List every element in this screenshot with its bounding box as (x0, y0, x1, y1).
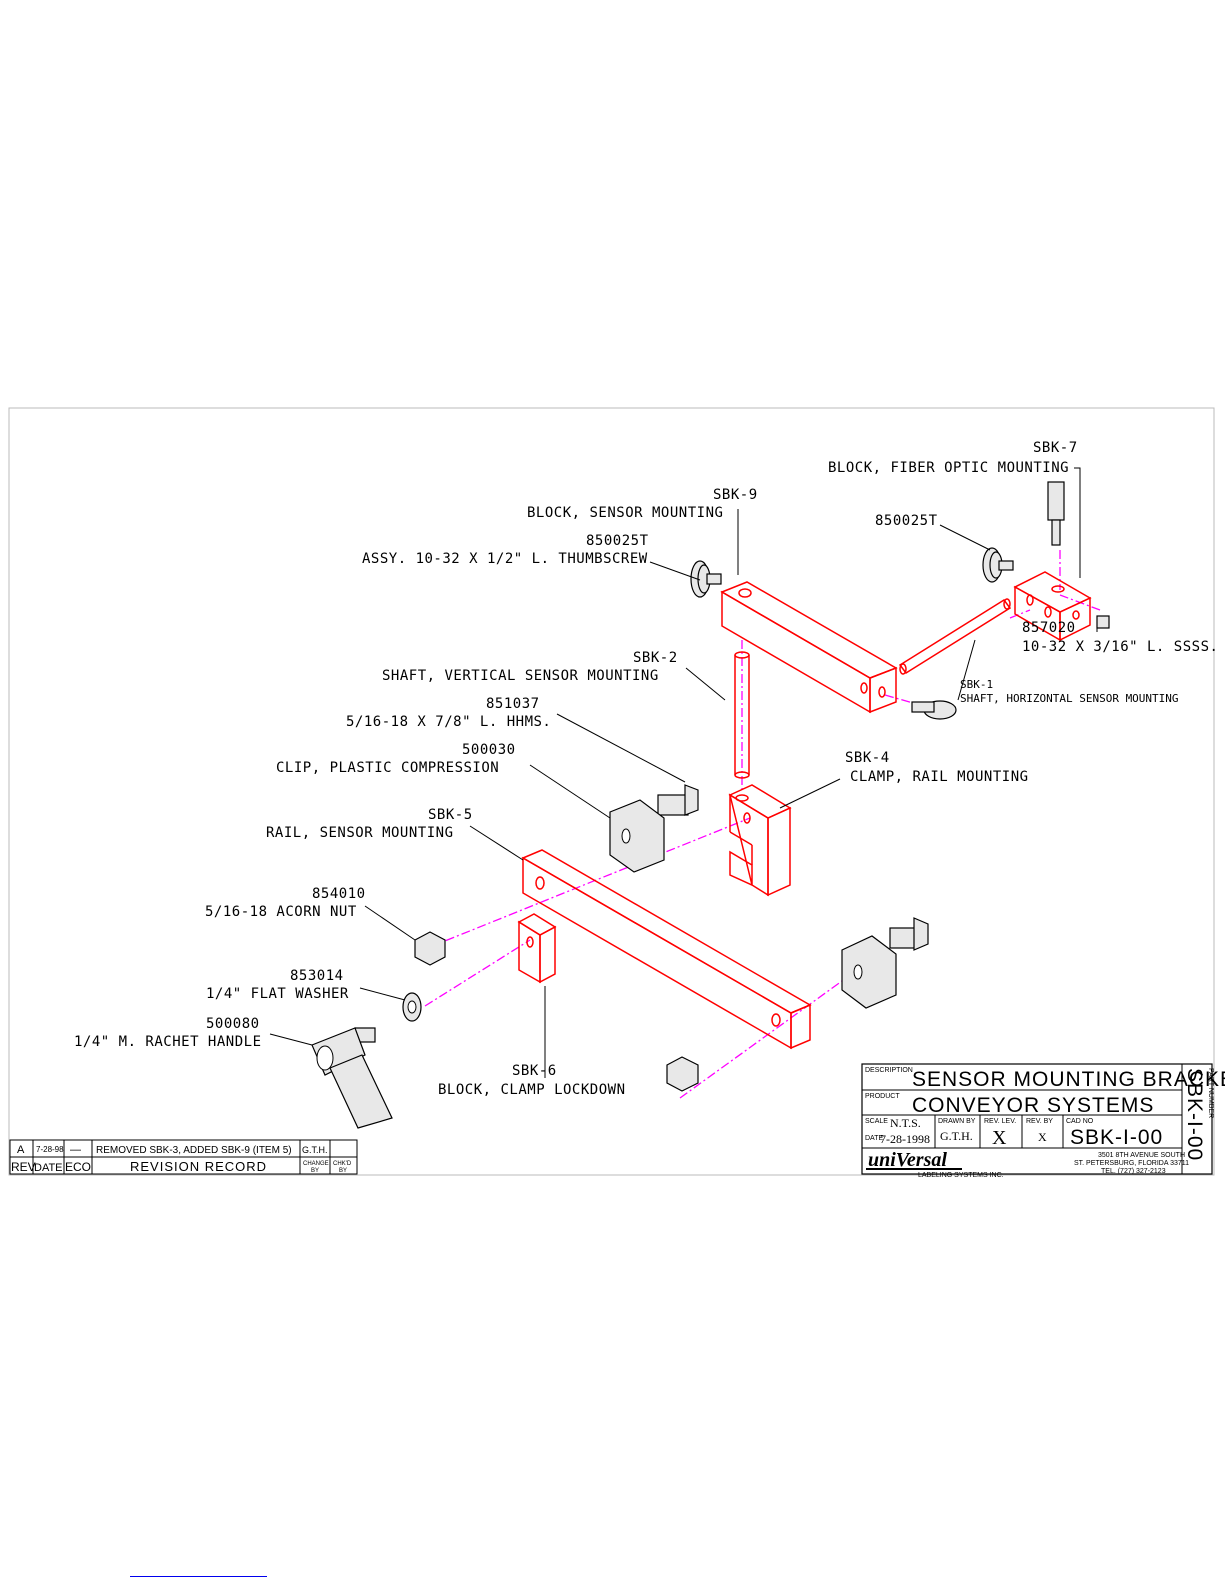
tb-cad-no: SBK-I-00 (1070, 1126, 1163, 1149)
footer-link-underline[interactable] (130, 1576, 267, 1577)
tb-rev-lev-label: REV. LEV. (984, 1118, 1016, 1125)
tb-date: 7-28-1998 (880, 1132, 930, 1146)
callout-sbk2-desc: SHAFT, VERTICAL SENSOR MOUNTING (382, 668, 659, 684)
tb-company-logo: uniVersal (868, 1149, 947, 1171)
tb-description: SENSOR MOUNTING BRACKET (912, 1068, 1225, 1091)
hardware-washer (402, 992, 422, 1022)
callout-acorn-id: 854010 (312, 886, 366, 902)
callout-sbk4-id: SBK-4 (845, 750, 890, 766)
tb-description-label: DESCRIPTION (865, 1067, 913, 1074)
tb-address2: ST. PETERSBURG, FLORIDA 33711 (1074, 1160, 1189, 1167)
callout-sbk9-desc: BLOCK, SENSOR MOUNTING (527, 505, 723, 521)
tb-cad-no-label: CAD NO (1066, 1118, 1094, 1125)
part-sbk9-block (720, 581, 898, 714)
callout-sbk1-id: SBK-1 (960, 678, 993, 691)
rev-entry-text: REMOVED SBK-3, ADDED SBK-9 (ITEM 5) (96, 1145, 292, 1156)
rev-header-record: REVISION RECORD (130, 1159, 267, 1174)
rev-entry-rev: A (17, 1144, 25, 1156)
tb-part-number-label: PART NUMBER (1207, 1068, 1214, 1118)
leader-lines (269, 467, 1098, 1078)
rev-header-rev: REV (11, 1160, 36, 1174)
hardware-setscrew (1096, 615, 1110, 629)
tb-scale-label: SCALE (865, 1118, 888, 1125)
callout-hexscrew-desc: 5/16-18 X 7/8" L. HHMS. (346, 714, 551, 730)
callout-setscrew-desc: 10-32 X 3/16" L. SSSS. (1022, 639, 1218, 655)
centerlines (424, 550, 1101, 1099)
callout-handle-desc: 1/4" M. RACHET HANDLE (74, 1034, 262, 1050)
callout-thumbscrew-right-id: 850025T (875, 513, 938, 529)
part-sbk2-shaft (734, 651, 750, 779)
drawing-border (8, 407, 1215, 1176)
callout-thumbscrew-left-desc: ASSY. 10-32 X 1/2" L. THUMBSCREW (362, 551, 648, 567)
callout-clip-desc: CLIP, PLASTIC COMPRESSION (276, 760, 499, 776)
rev-entry-eco: — (70, 1144, 81, 1156)
tb-rev-by-label: REV. BY (1026, 1118, 1053, 1125)
hardware-thumbscrew-right (982, 547, 1014, 583)
hardware-thumbscrew-left (690, 560, 722, 598)
callout-sbk2-id: SBK-2 (633, 650, 678, 666)
callout-sbk6-desc: BLOCK, CLAMP LOCKDOWN (438, 1082, 626, 1098)
callout-acorn-desc: 5/16-18 ACORN NUT (205, 904, 357, 920)
callout-washer-id: 853014 (290, 968, 344, 984)
part-sbk4-clamp (728, 784, 792, 897)
callout-sbk9-id: SBK-9 (713, 487, 758, 503)
tb-rev-lev: X (992, 1127, 1007, 1149)
callout-sbk5-desc: RAIL, SENSOR MOUNTING (266, 825, 454, 841)
hardware-acorn-nut-lower (666, 1056, 699, 1092)
hardware-clip-lower (841, 935, 897, 1009)
part-sbk6-block (517, 913, 557, 984)
part-sbk1-shaft (898, 598, 1012, 675)
callout-sbk7-desc: BLOCK, FIBER OPTIC MOUNTING (828, 460, 1069, 476)
rev-header-change-2: BY (311, 1168, 319, 1174)
tb-address1: 3501 8TH AVENUE SOUTH (1098, 1152, 1185, 1159)
hardware-hexscrew-upper (657, 784, 699, 816)
callout-sbk1-desc: SHAFT, HORIZONTAL SENSOR MOUNTING (960, 692, 1179, 705)
callout-sbk7-id: SBK-7 (1033, 440, 1078, 456)
rev-entry-date: 7-28-98 (36, 1145, 64, 1154)
tb-drawn-by: G.T.H. (940, 1129, 973, 1143)
tb-rev-by: X (1038, 1130, 1047, 1144)
callout-washer-desc: 1/4" FLAT WASHER (206, 986, 349, 1002)
tb-product: CONVEYOR SYSTEMS (912, 1094, 1154, 1117)
callout-sbk6-id: SBK-6 (512, 1063, 557, 1079)
tb-part-number: SBK-I-00 (1183, 1068, 1206, 1161)
part-sbk5-rail (521, 849, 812, 1050)
tb-product-label: PRODUCT (865, 1093, 900, 1100)
rev-header-change-1: CHANGE (303, 1161, 329, 1167)
hardware-clip-upper (609, 799, 665, 873)
callout-sbk5-id: SBK-5 (428, 807, 473, 823)
tb-drawn-by-label: DRAWN BY (938, 1118, 976, 1125)
hardware-hexscrew-lower (889, 917, 929, 951)
tb-scale: N.T.S. (890, 1116, 921, 1130)
callout-thumbscrew-left-id: 850025T (586, 533, 649, 549)
revision-record: A 7-28-98 — REMOVED SBK-3, ADDED SBK-9 (… (9, 1139, 358, 1175)
tb-phone: TEL. (727) 327-2123 (1101, 1168, 1166, 1175)
rev-entry-change-by: G.T.H. (302, 1145, 328, 1155)
hardware-thumbscrew-lower (911, 700, 957, 720)
callout-hexscrew-id: 851037 (486, 696, 540, 712)
title-block: DESCRIPTION SENSOR MOUNTING BRACKET PROD… (861, 1063, 1225, 1179)
hardware-acorn-nut-left (414, 931, 446, 966)
callout-clip-id: 500030 (462, 742, 516, 758)
rev-header-chkd-2: BY (339, 1168, 347, 1174)
tb-date-label: DATE (865, 1135, 883, 1142)
callout-setscrew-id: 857020 (1022, 620, 1076, 636)
callout-sbk4-desc: CLAMP, RAIL MOUNTING (850, 769, 1029, 785)
tb-company-sub: LABELING SYSTEMS INC. (918, 1172, 1004, 1179)
rev-header-eco: ECO (65, 1160, 91, 1174)
rev-header-chkd-1: CHK'D (333, 1161, 352, 1167)
callout-handle-id: 500080 (206, 1016, 260, 1032)
rev-header-date: DATE (34, 1162, 63, 1174)
part-sbk7-block (1013, 571, 1092, 642)
hardware-rachet-handle (311, 1027, 393, 1129)
hardware-fiber-optic (1047, 481, 1065, 546)
